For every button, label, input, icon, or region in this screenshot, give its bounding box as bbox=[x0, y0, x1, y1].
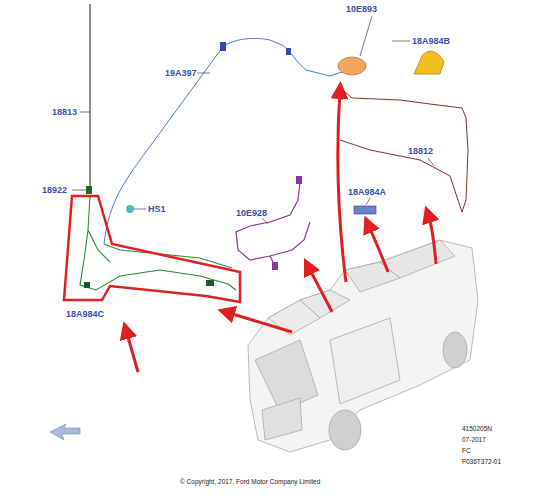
part-number: 18922 bbox=[42, 185, 67, 195]
part-number: 18A984C bbox=[66, 309, 104, 319]
part-number: 18A984A bbox=[348, 187, 386, 197]
part-number: 18813 bbox=[52, 107, 77, 117]
truck bbox=[248, 240, 478, 452]
part-number: 10E893 bbox=[346, 4, 377, 14]
part-number: 18812 bbox=[408, 146, 433, 156]
drawing-code: 4150205N bbox=[462, 425, 492, 432]
part-number: HS1 bbox=[148, 204, 166, 214]
drawing-date: 07-2017 bbox=[462, 436, 486, 443]
copyright-note: © Copyright, 2017, Ford Motor Company Li… bbox=[180, 478, 320, 485]
part-number: 18A984B bbox=[412, 36, 450, 46]
drawing-code: FC bbox=[462, 447, 471, 454]
part-number: 10E928 bbox=[236, 208, 267, 218]
drawing-number: F036T372-01 bbox=[462, 458, 501, 465]
part-number: 19A397 bbox=[165, 68, 197, 78]
